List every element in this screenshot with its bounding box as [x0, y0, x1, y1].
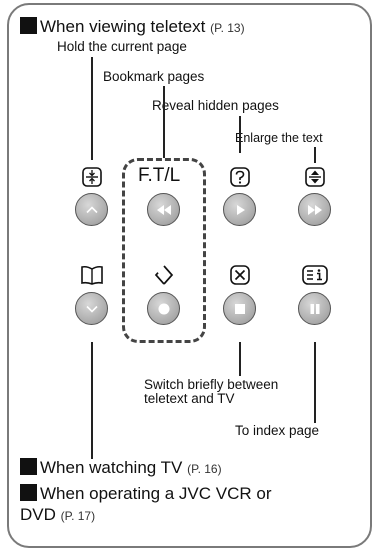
reveal-question-icon	[227, 164, 253, 190]
rewind-button[interactable]	[147, 193, 180, 226]
fast-forward-icon	[307, 204, 322, 215]
record-button[interactable]	[147, 292, 180, 325]
heading-viewing-teletext: When viewing teletext (P. 13)	[20, 17, 245, 38]
leader-index	[314, 342, 316, 423]
label-enlarge: Enlarge the text	[235, 131, 323, 145]
label-index: To index page	[235, 423, 320, 438]
ftl-key-label: F.T/L	[138, 165, 181, 186]
stop-icon	[234, 303, 245, 314]
leader-hold	[91, 57, 93, 160]
heading-title-continued: DVD	[20, 505, 56, 524]
fast-forward-button[interactable]	[298, 193, 331, 226]
heading-square-icon	[20, 484, 37, 501]
heading-title: When operating a JVC VCR or	[40, 484, 272, 503]
hold-page-icon	[79, 164, 105, 190]
cancel-x-icon	[227, 262, 253, 288]
label-reveal: Reveal hidden pages	[152, 98, 279, 113]
heading-operating-vcr: When operating a JVC VCR or	[20, 484, 272, 504]
enlarge-text-icon	[302, 164, 328, 190]
pause-button[interactable]	[298, 292, 331, 325]
diamond-bookmark-icon	[152, 262, 176, 288]
label-switch-1: Switch briefly between	[144, 377, 279, 392]
book-icon	[78, 262, 106, 288]
play-button[interactable]	[223, 193, 256, 226]
leader-hold-lower	[91, 342, 93, 459]
chevron-up-icon	[85, 205, 98, 213]
label-hold: Hold the current page	[57, 39, 187, 54]
pause-icon	[310, 303, 319, 314]
page-ref: (P. 17)	[60, 509, 96, 523]
heading-title: When watching TV	[40, 458, 183, 477]
heading-watching-tv: When watching TV (P. 16)	[20, 458, 222, 479]
leader-bookmark	[163, 86, 165, 158]
stop-button[interactable]	[223, 292, 256, 325]
heading-operating-vcr-line2: DVD (P. 17)	[20, 505, 95, 526]
label-bookmark: Bookmark pages	[103, 69, 205, 84]
index-info-icon	[300, 262, 330, 288]
down-button[interactable]	[75, 292, 108, 325]
play-icon	[236, 204, 245, 215]
page-ref: (P. 16)	[187, 462, 222, 476]
record-icon	[158, 303, 169, 314]
heading-title: When viewing teletext	[40, 17, 206, 36]
page-ref: (P. 13)	[210, 21, 245, 35]
label-switch-2: teletext and TV	[144, 391, 235, 406]
leader-reveal	[239, 116, 241, 153]
leader-switch	[239, 342, 241, 376]
bookmark-group-box	[122, 158, 206, 343]
leader-enlarge	[314, 147, 316, 163]
up-button[interactable]	[75, 193, 108, 226]
heading-square-icon	[20, 458, 37, 475]
chevron-down-icon	[85, 305, 98, 313]
heading-square-icon	[20, 17, 37, 34]
rewind-icon	[156, 204, 171, 215]
